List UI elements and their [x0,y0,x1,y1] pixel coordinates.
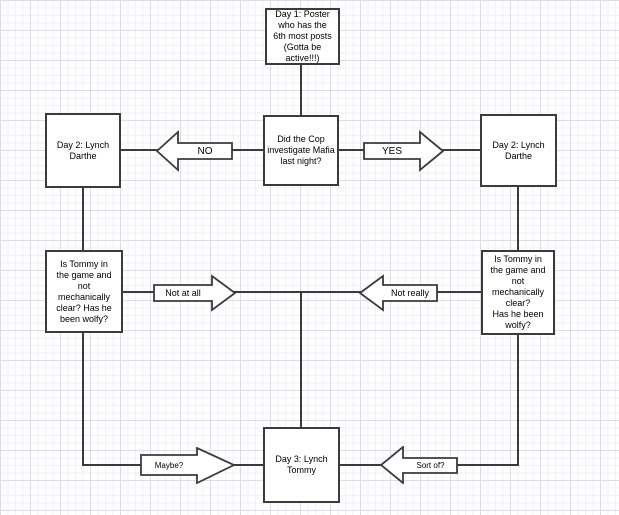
flowchart-box-tommy-question-left-label: Is Tommy in the game and not mechanicall… [56,258,112,324]
connector-center-to-day3 [300,292,302,428]
block-arrow-not-really[interactable]: Not really [359,274,438,312]
flowchart-box-day3[interactable]: Day 3: Lynch Tommy [263,427,340,503]
block-arrow-maybe[interactable]: Maybe? [140,447,235,484]
flowchart-box-tommy-question-right-label: Is Tommy in the game and not mechanicall… [490,254,546,330]
block-arrow-maybe-label: Maybe? [154,461,184,470]
flowchart-box-day1[interactable]: Day 1: Poster who has the 6th most posts… [265,8,340,65]
right-arrow-icon [153,274,236,312]
block-arrow-not-at-all[interactable]: Not at all [153,274,236,312]
flowchart-box-day2-right-label: Day 2: Lynch Darthe [492,139,545,161]
block-arrow-sort-of[interactable]: Sort of? [380,446,459,484]
right-arrow-icon [140,447,235,484]
block-arrow-yes-label: YES [381,146,402,157]
flowchart-box-day2-right[interactable]: Day 2: Lynch Darthe [480,114,557,187]
block-arrow-not-at-all-label: Not at all [165,288,201,298]
connector-tommy-row [123,291,481,293]
block-arrow-no[interactable]: NO [156,130,233,173]
left-arrow-icon [380,446,458,484]
left-arrow-icon [156,130,233,173]
connector-tommyleft-down [82,333,84,466]
block-arrow-not-really-label: Not really [390,288,429,298]
connector-day2right-to-tommyright [517,187,519,251]
flowchart-box-day2-left[interactable]: Day 2: Lynch Darthe [45,113,121,188]
flowchart-box-tommy-question-right[interactable]: Is Tommy in the game and not mechanicall… [481,250,555,335]
flowchart-box-cop-question[interactable]: Did the Cop investigate Mafia last night… [263,115,339,186]
block-arrow-no-label: NO [197,146,213,157]
block-arrow-sort-of-label: Sort of? [416,460,445,470]
left-arrow-icon [359,274,438,312]
connector-day1-to-cop [300,65,302,115]
flowchart-box-cop-question-label: Did the Cop investigate Mafia last night… [267,134,335,166]
block-arrow-yes[interactable]: YES [363,130,444,173]
flowchart-box-day3-label: Day 3: Lynch Tommy [275,454,328,475]
flowchart-box-tommy-question-left[interactable]: Is Tommy in the game and not mechanicall… [45,250,123,333]
connector-tommyright-down [517,335,519,466]
connector-day2left-to-tommyleft [82,188,84,251]
flowchart-box-day1-label: Day 1: Poster who has the 6th most posts… [273,9,332,63]
flowchart-box-day2-left-label: Day 2: Lynch Darthe [56,139,110,161]
right-arrow-icon [363,130,444,172]
